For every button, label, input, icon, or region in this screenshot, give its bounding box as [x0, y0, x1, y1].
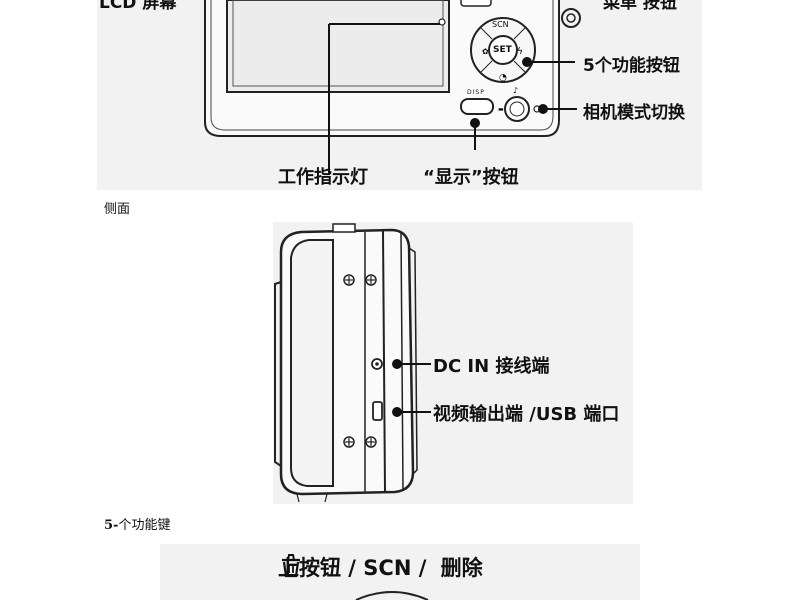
usb-port: [372, 401, 383, 421]
menu-button-label: 菜单 按钮: [603, 0, 677, 13]
lcd-screen-label: LCD 屏幕: [99, 0, 177, 13]
svg-text:♪: ♪: [513, 86, 518, 95]
work-indicator-label: 工作指示灯: [278, 167, 368, 188]
av-usb-port-label: 视频输出端 /USB 端口: [433, 404, 620, 425]
camera-back-figure: ✿ ϟ ◔ ♪ ▬ SCN SET DISP LCD 屏幕 菜单 按钮 5个功能…: [97, 0, 702, 190]
camera-mode-switch-label: 相机模式切换: [583, 103, 685, 123]
dc-in-label: DC IN 接线端: [433, 356, 550, 377]
disp-button: [460, 98, 494, 115]
up-button-drawing: [355, 591, 429, 600]
display-button-label: “显示”按钮: [423, 167, 519, 188]
side-view-caption: 侧面: [104, 202, 131, 217]
lcd-screen: [226, 0, 450, 93]
camera-side-figure: DC IN 接线端 视频输出端 /USB 端口: [273, 222, 633, 504]
scn-button-label: SCN: [492, 20, 509, 29]
svg-text:◔: ◔: [499, 73, 507, 83]
svg-text:✿: ✿: [482, 47, 489, 56]
five-keys-text: 个功能键: [118, 518, 171, 533]
up-button-label: 上按钮 / SCN /: [278, 556, 427, 580]
mode-switch: [504, 96, 530, 122]
up-button-figure: 上按钮 / SCN / 删除: [160, 544, 640, 600]
set-button-label: SET: [493, 45, 512, 55]
five-keys-caption: 5-个功能键: [104, 514, 170, 533]
camera-side-drawing: [274, 223, 431, 503]
work-indicator-light: [438, 18, 446, 26]
camera-back-drawing: ✿ ϟ ◔ ♪ ▬: [204, 0, 581, 175]
disp-button-label: DISP: [467, 89, 485, 96]
svg-text:▬: ▬: [498, 106, 504, 113]
five-keys-number: 5-: [104, 518, 119, 533]
five-function-buttons-label: 5个功能按钮: [583, 56, 680, 76]
delete-label: 删除: [440, 556, 483, 580]
svg-text:ϟ: ϟ: [517, 47, 523, 57]
screws: [343, 274, 377, 448]
